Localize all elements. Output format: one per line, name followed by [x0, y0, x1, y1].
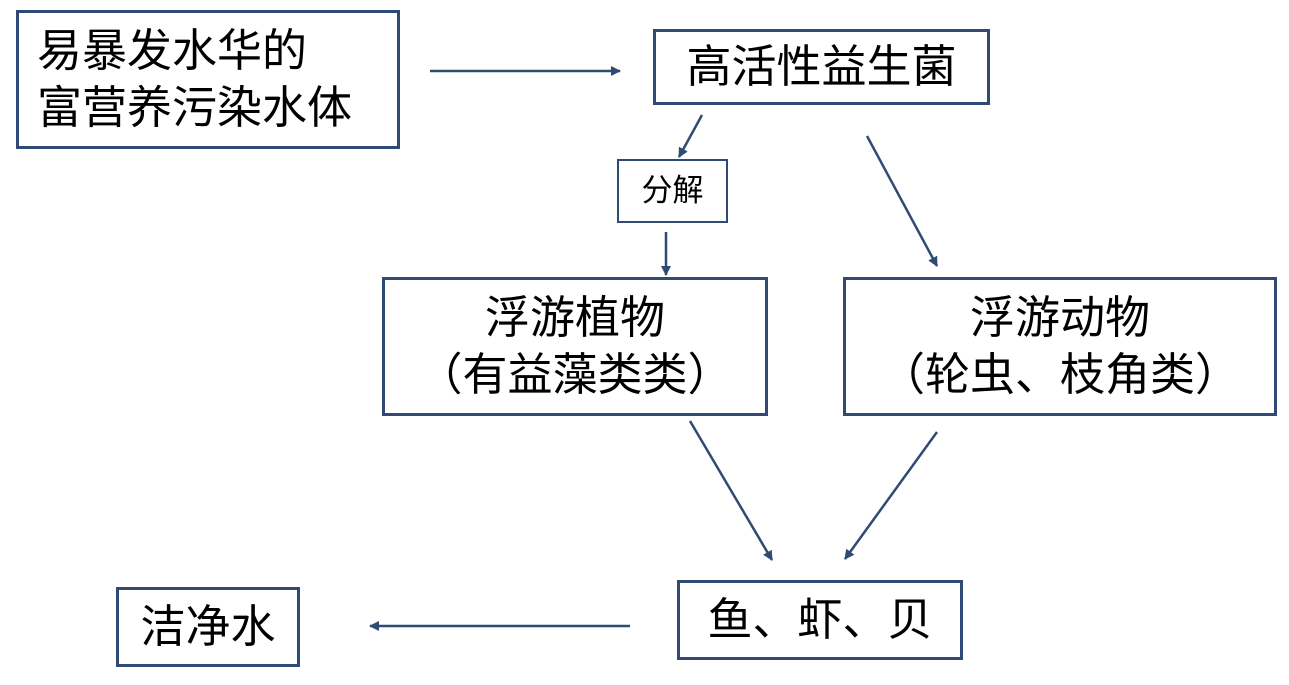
node-decompose-label: 分解: [617, 159, 728, 223]
node-zooplankton-line-1: 浮游动物: [969, 291, 1150, 345]
node-phytoplankton-line-1: 浮游植物: [484, 291, 665, 345]
node-fish-shrimp-shellfish: 鱼、虾、贝: [677, 580, 963, 660]
node-probiotic-bacteria: 高活性益生菌: [653, 29, 990, 105]
node-eutrophic-water: 易暴发水华的 富营养污染水体: [16, 10, 400, 149]
arrow-phytoplankton-to-fish: [688, 420, 774, 561]
arrow-zooplankton-to-fish: [843, 431, 939, 560]
node-zooplankton-line-2: （轮虫、枝角类）: [879, 347, 1240, 401]
node-clean-water-label: 洁净水: [140, 599, 276, 653]
node-phytoplankton: 浮游植物 （有益藻类类）: [382, 277, 768, 416]
node-decompose-text: 分解: [641, 172, 704, 209]
arrow-bacteria-to-zooplankton: [865, 135, 939, 267]
node-probiotic-bacteria-label: 高活性益生菌: [686, 39, 957, 93]
node-eutrophic-water-line-2: 富营养污染水体: [37, 80, 353, 134]
node-clean-water: 洁净水: [116, 587, 300, 667]
node-phytoplankton-line-2: （有益藻类类）: [417, 347, 733, 401]
node-fish-shrimp-shellfish-label: 鱼、虾、贝: [707, 592, 933, 646]
node-eutrophic-water-line-1: 易暴发水华的: [37, 24, 308, 78]
arrow-bacteria-to-decompose: [677, 114, 704, 158]
node-zooplankton: 浮游动物 （轮虫、枝角类）: [843, 277, 1277, 416]
